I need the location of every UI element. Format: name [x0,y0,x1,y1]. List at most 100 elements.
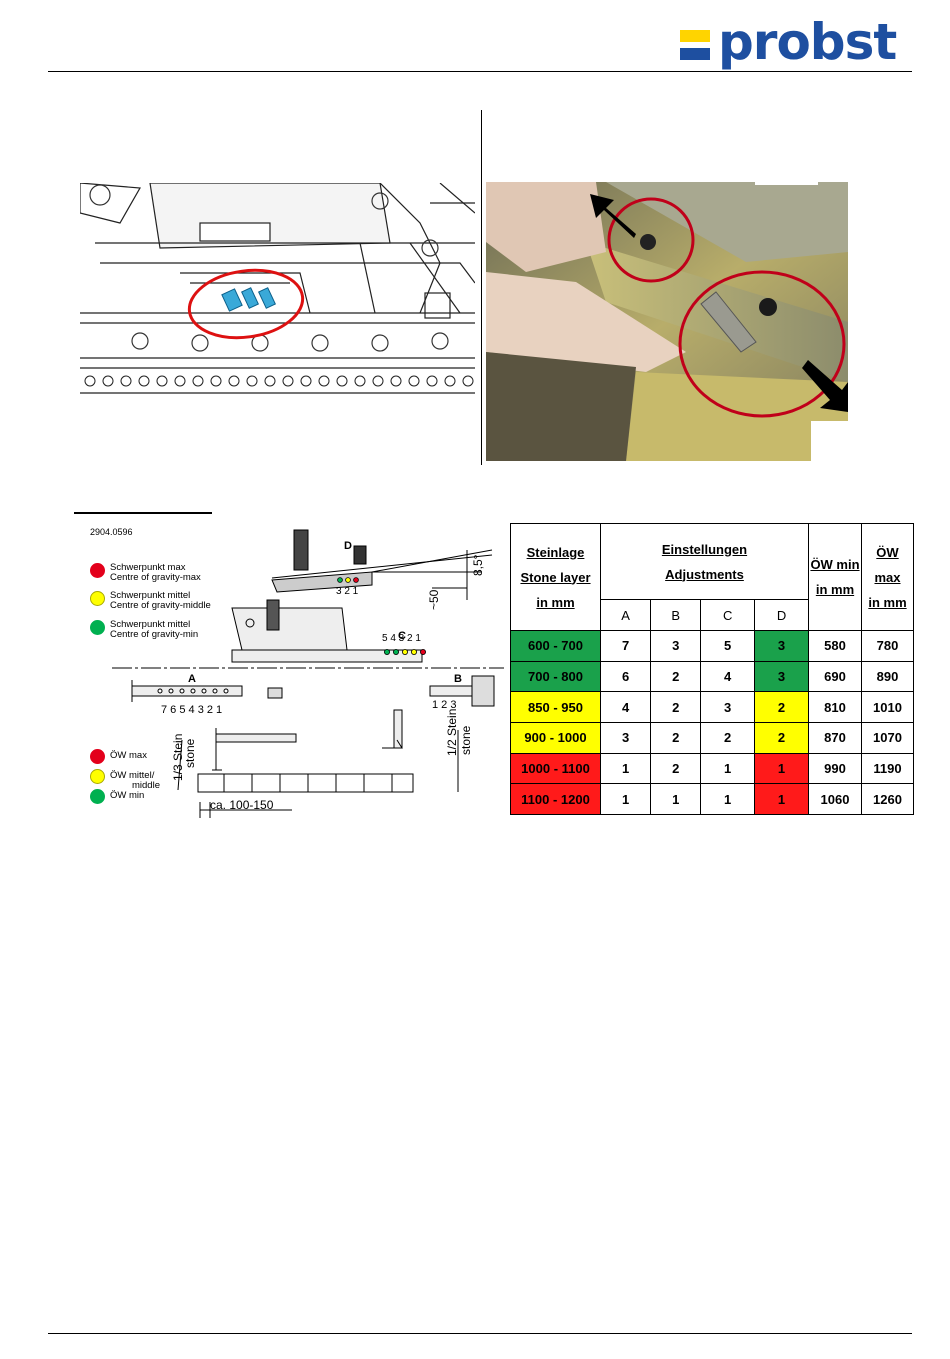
photo-caption-strip [755,181,818,185]
cell-layer: 1100 - 1200 [510,783,601,815]
header-text: ÖW min [810,557,860,572]
half-stone-label: 1/2 Stein [445,709,459,756]
cell-min: 990 [808,752,862,785]
offset-label: ~50 [427,589,441,610]
third-stone-label: 1/3 Stein [171,734,185,781]
cell-b: 2 [650,660,702,693]
header-text: in mm [536,594,575,610]
header-text: Adjustments [665,566,744,582]
cell-c: 4 [700,660,756,693]
photo-mask [811,421,856,461]
cell-max: 890 [861,660,914,693]
header-text: in mm [815,582,855,597]
cell-min: 870 [808,721,862,754]
label-b: B [454,673,462,685]
header-col-d: D [754,599,809,631]
third-stone-label-en: stone [183,738,197,768]
angle-label: 8,5° [471,554,485,576]
gap-label: ca. 100-150 [210,798,274,812]
cell-a: 1 [599,752,652,785]
cell-min: 690 [808,660,862,693]
frame-drawing-image [80,183,475,405]
header-text: ÖW max [874,544,901,585]
cell-max: 1190 [861,752,914,785]
legend-green-dot [90,789,105,804]
image-divider [481,110,482,465]
table-row: 900 - 1000 3 2 2 2 870 1070 [510,721,914,754]
legend-yellow-dot [90,591,105,606]
cell-b: 3 [650,630,702,662]
cell-b: 2 [650,752,702,785]
cell-b: 2 [650,721,702,754]
cell-layer: 700 - 800 [510,660,601,693]
cell-layer: 850 - 950 [510,691,601,723]
header-col-c: C [700,599,756,631]
cell-layer: 600 - 700 [510,630,601,662]
legend-label: ÖW mittel/ [110,770,155,781]
cell-d: 3 [754,660,809,693]
diagram-underline [74,512,212,514]
table-row: 850 - 950 4 2 3 2 810 1010 [510,691,914,723]
footer-rule [48,1333,912,1334]
cell-b: 1 [650,783,702,815]
table-row: 700 - 800 6 2 4 3 690 890 [510,660,914,693]
label-c: C [398,630,406,642]
header-col-b: B [650,599,702,631]
cell-a: 1 [599,783,652,815]
header-ow-max: ÖW max in mm [861,523,914,631]
legend-red-dot [90,749,105,764]
legend-yellow-dot [90,769,105,784]
cell-c: 2 [700,721,756,754]
cell-max: 780 [861,630,914,662]
cell-c: 3 [700,691,756,723]
cell-d: 1 [754,783,809,815]
logo-wordmark: probst [718,13,897,71]
cell-a: 3 [599,721,652,754]
legend-label: Centre of gravity-max [110,572,201,583]
legend-label: Schwerpunkt mittel [110,619,191,630]
cell-max: 1070 [861,721,914,754]
header-col-a: A [599,599,652,631]
logo-blue-bar [680,48,710,60]
table-row: 1100 - 1200 1 1 1 1 1060 1260 [510,783,914,815]
scale-c-numbers: 5 4 3 2 1 [382,633,421,644]
legend-red-dot [90,563,105,578]
table-row: 600 - 700 7 3 5 3 580 780 [510,630,914,662]
legend-green-dot [90,620,105,635]
cell-d: 2 [754,691,809,723]
logo-yellow-bar [680,30,710,42]
cell-c: 1 [700,783,756,815]
header-text: Einstellungen [661,541,748,557]
cell-d: 3 [754,630,809,662]
header-text: in mm [868,594,907,610]
label-a: A [188,673,196,685]
cell-a: 6 [599,660,652,693]
header-text: Stone layer [520,569,591,585]
header-ow-min: ÖW min in mm [808,523,862,631]
scale-d-numbers: 3 2 1 [336,586,359,597]
cell-layer: 900 - 1000 [510,721,601,754]
table-row: 1000 - 1100 1 2 1 1 990 1190 [510,752,914,785]
cell-layer: 1000 - 1100 [510,752,601,785]
cell-max: 1260 [861,783,914,815]
legend-label: Centre of gravity-middle [110,600,211,611]
cell-d: 2 [754,721,809,754]
header-adjustments: Einstellungen Adjustments [600,523,809,600]
probst-logo: probst [680,13,905,71]
cell-a: 4 [599,691,652,723]
mechanical-drawing: D C A B 3 2 1 5 4 3 2 1 7 6 5 4 3 2 1 1 … [112,529,504,818]
cell-c: 5 [700,630,756,662]
mechanism-photo [486,182,848,461]
cell-min: 1060 [808,783,862,815]
header-stone-layer: Steinlage Stone layer in mm [510,523,601,631]
legend-label: ÖW max [110,750,147,761]
legend-label: Schwerpunkt max [110,562,186,573]
legend-label: middle [132,780,160,791]
legend-label: ÖW min [110,790,145,801]
cell-b: 2 [650,691,702,723]
cell-a: 7 [599,630,652,662]
legend-label: Centre of gravity-min [110,629,199,640]
header-text: Steinlage [526,544,585,560]
cell-max: 1010 [861,691,914,723]
